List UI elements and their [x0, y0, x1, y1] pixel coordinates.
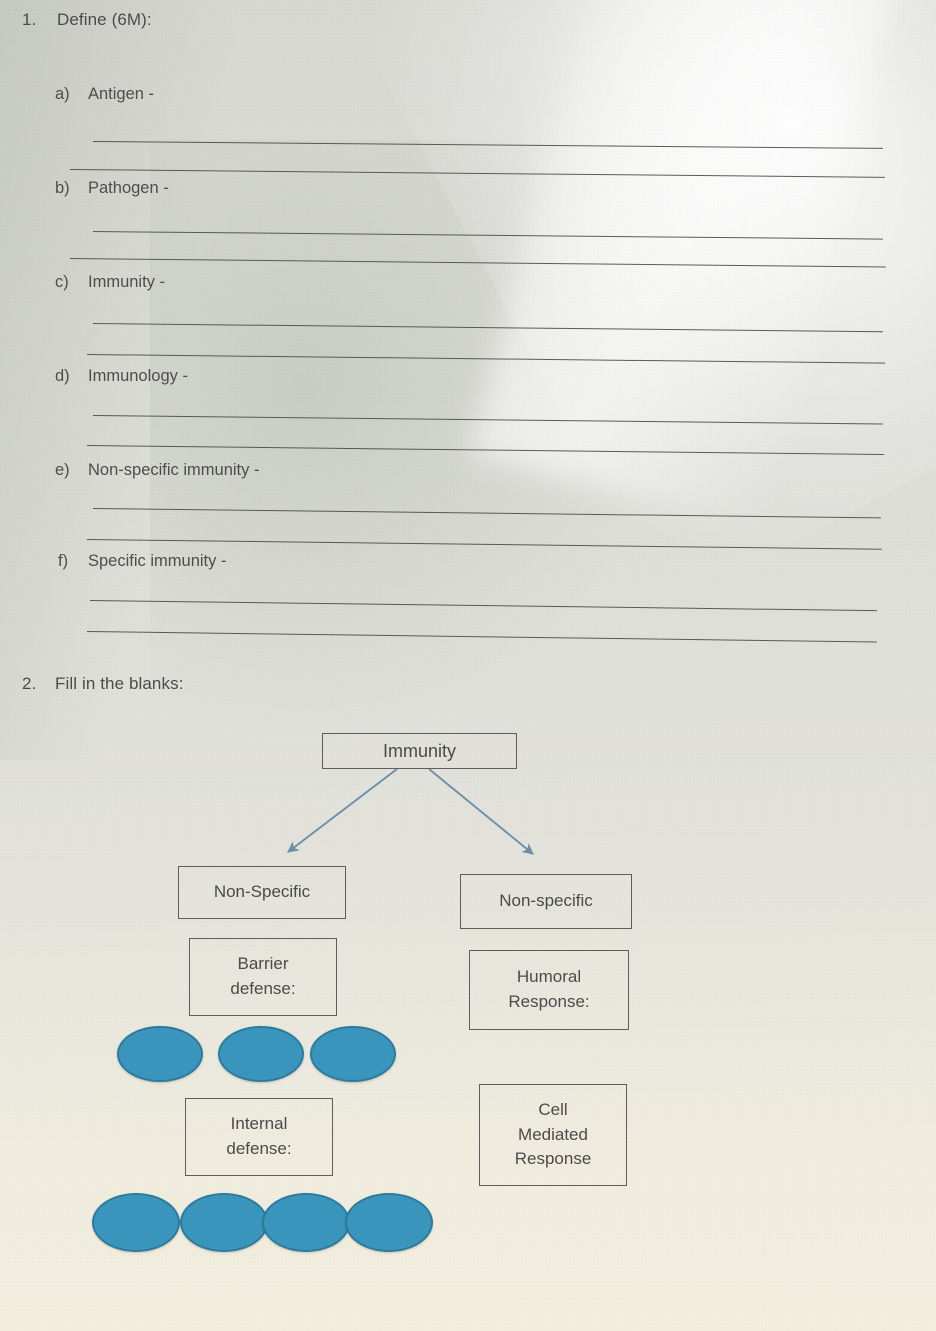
question-1-title: Define (6M):	[57, 10, 152, 29]
diagram-box-internal-defense: Internal defense:	[185, 1098, 333, 1176]
diagram-box-immunity-label: Immunity	[382, 741, 456, 761]
diagram-box-humoral-response-label: Humoral Response:	[508, 967, 590, 1011]
diagram-box-barrier-defense: Barrier defense:	[189, 938, 337, 1016]
item-b-label: Pathogen -	[88, 179, 169, 197]
blank-ellipse	[180, 1193, 268, 1252]
item-d-letter: d)	[55, 367, 70, 385]
item-b-letter: b)	[55, 179, 70, 197]
diagram-box-barrier-defense-label: Barrier defense:	[230, 954, 296, 998]
diagram-box-immunity: Immunity	[322, 733, 517, 769]
diagram-box-non-specific-right: Non-specific	[460, 874, 632, 929]
item-a-label: Antigen -	[88, 85, 155, 103]
item-e-letter: e)	[55, 461, 70, 479]
question-2-number: 2.	[22, 674, 37, 693]
diagram-box-humoral-response: Humoral Response:	[469, 950, 629, 1030]
item-f-letter: f)	[58, 552, 69, 570]
question-2-title: Fill in the blanks:	[55, 674, 184, 693]
diagram-box-non-specific-right-label: Non-specific	[499, 891, 593, 911]
item-a-letter: a)	[55, 85, 70, 103]
diagram-box-non-specific-left-label: Non-Specific	[213, 882, 311, 902]
diagram-box-cell-mediated-response: Cell Mediated Response	[479, 1084, 627, 1186]
diagram-box-cell-mediated-response-label: Cell Mediated Response	[514, 1100, 592, 1169]
blank-ellipse	[117, 1026, 203, 1082]
blank-ellipse	[92, 1193, 180, 1252]
item-e-label: Non-specific immunity -	[88, 461, 260, 479]
question-1-number: 1.	[22, 10, 37, 29]
item-c-letter: c)	[55, 273, 69, 291]
item-f-label: Specific immunity -	[88, 552, 227, 570]
blank-ellipse	[345, 1193, 433, 1252]
item-d-label: Immunology -	[88, 367, 188, 385]
item-c-label: Immunity -	[88, 273, 166, 291]
blank-ellipse	[262, 1193, 350, 1252]
diagram-box-internal-defense-label: Internal defense:	[226, 1114, 292, 1158]
blank-ellipse	[218, 1026, 304, 1082]
diagram-box-non-specific-left: Non-Specific	[178, 866, 346, 919]
blank-ellipse	[310, 1026, 396, 1082]
